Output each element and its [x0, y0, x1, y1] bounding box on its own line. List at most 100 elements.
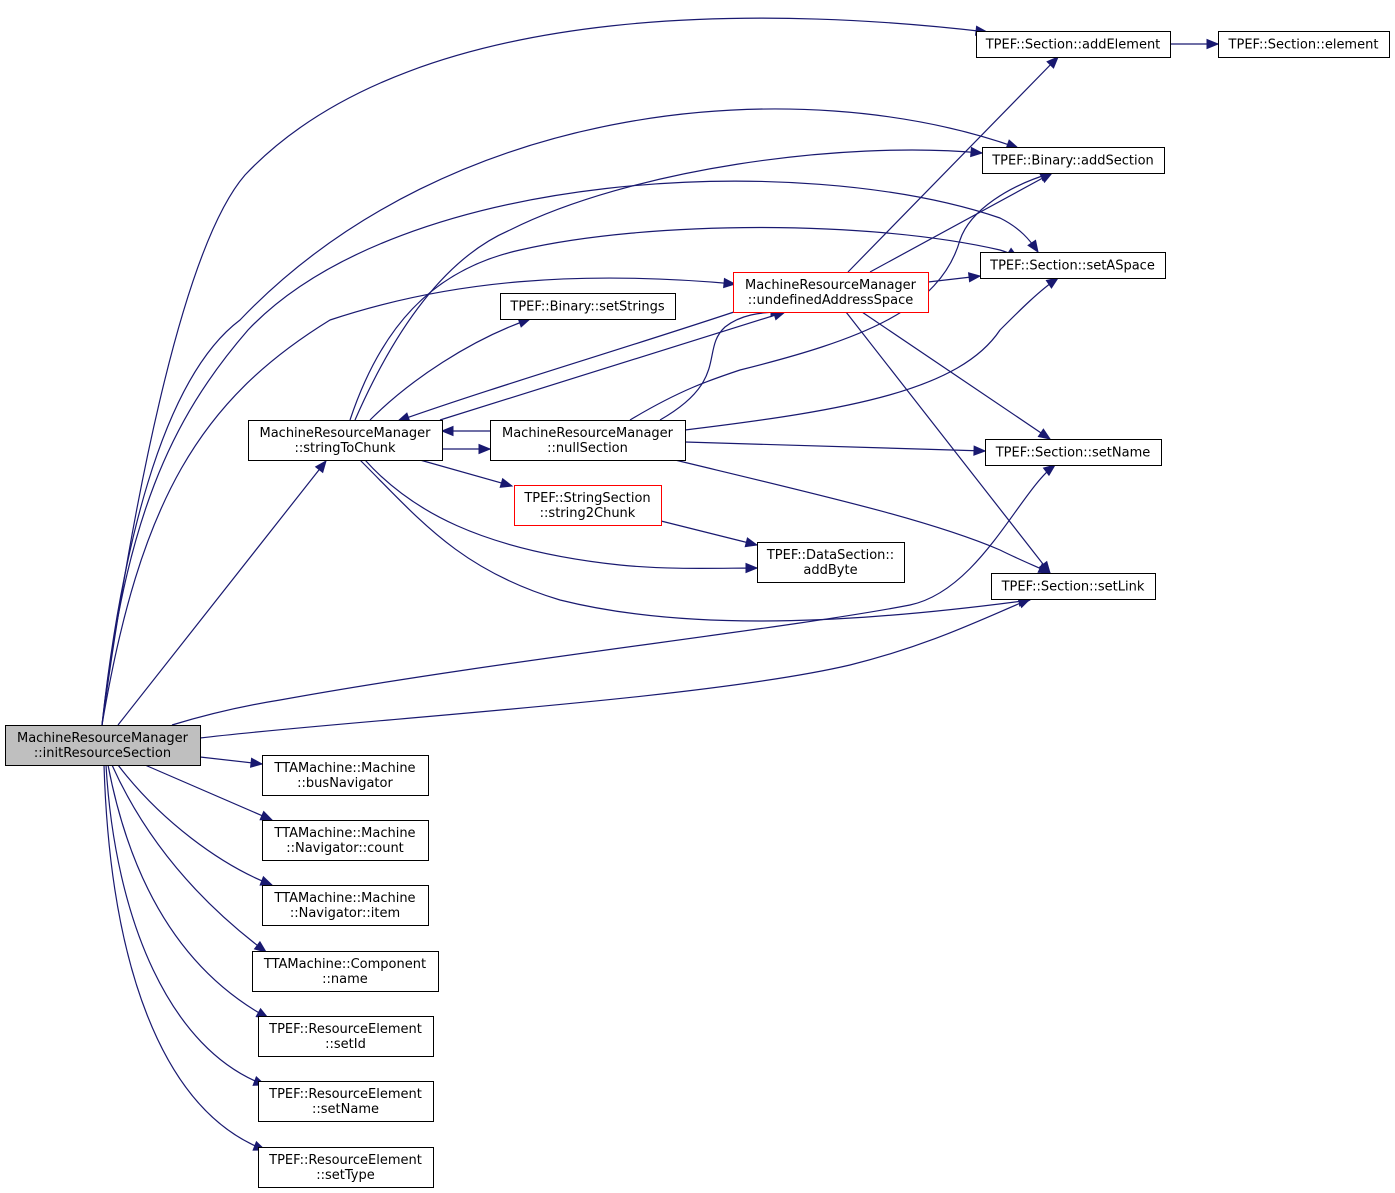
node-string2Chunk[interactable]: TPEF::StringSection::string2Chunk	[514, 485, 662, 526]
node-label: ::string2Chunk	[540, 506, 636, 521]
edge-nullSection-to-setLink-arrowhead	[1037, 563, 1052, 574]
edge-undefinedAddressSpace-to-addElement	[847, 56, 1059, 273]
edge-stringToChunk-to-addByte-arrowhead	[745, 562, 759, 574]
node-label: TPEF::ResourceElement	[268, 1022, 422, 1037]
node-setASpace[interactable]: TPEF::Section::setASpace	[980, 252, 1166, 279]
node-box	[976, 31, 1171, 58]
node-compName[interactable]: TTAMachine::Component::name	[252, 951, 439, 992]
node-nullSection[interactable]: MachineResourceManager::nullSection	[490, 420, 686, 461]
edge-initResourceSection-to-setASpace-arrowhead	[1027, 239, 1039, 254]
node-label: TTAMachine::Component	[263, 957, 426, 972]
edge-stringToChunk-to-undefinedAddressSpace	[439, 311, 786, 421]
node-label: TTAMachine::Machine	[273, 826, 415, 841]
node-label: TPEF::Binary::setStrings	[509, 300, 664, 315]
edge-undefinedAddressSpace-to-setASpace-arrowhead	[967, 272, 982, 283]
edge-undefinedAddressSpace-to-setNameSection	[861, 311, 1051, 440]
edge-undefinedAddressSpace-to-addElement-arrowhead	[1046, 56, 1059, 69]
edge-stringToChunk-to-setLink	[359, 459, 1031, 622]
node-box	[500, 293, 676, 320]
node-undefinedAddressSpace[interactable]: MachineResourceManager::undefinedAddress…	[733, 272, 929, 313]
node-box	[262, 820, 429, 861]
edge-initResourceSection-to-resSetId	[107, 764, 269, 1019]
node-box	[982, 147, 1165, 174]
edge-initResourceSection-to-setLink	[199, 598, 1031, 739]
edge-string2Chunk-to-addByte-arrowhead	[744, 537, 759, 548]
node-box	[757, 542, 905, 583]
node-setStrings[interactable]: TPEF::Binary::setStrings	[500, 293, 676, 320]
edge-nullSection-to-setNameSection	[684, 441, 986, 452]
edge-nullSection-to-setASpace-arrowhead	[1045, 277, 1060, 289]
edge-initResourceSection-to-stringToChunk-arrowhead	[314, 459, 327, 474]
edges-layer	[101, 17, 1220, 1151]
edge-stringToChunk-to-nullSection-arrowhead	[478, 443, 492, 455]
node-label: TPEF::StringSection	[523, 491, 650, 506]
edge-initResourceSection-to-setASpace	[101, 180, 1039, 726]
edge-stringToChunk-to-setStrings	[369, 318, 531, 421]
node-box	[258, 1016, 434, 1057]
node-label: TTAMachine::Machine	[273, 761, 415, 776]
edge-initResourceSection-to-setNameSection	[171, 464, 1056, 726]
node-box	[1218, 31, 1390, 58]
edge-initResourceSection-to-navItem-arrowhead	[259, 875, 274, 886]
edge-nullSection-to-stringToChunk-arrowhead	[440, 425, 454, 437]
node-label: ::initResourceSection	[34, 746, 171, 761]
edge-nullSection-to-setLink	[674, 459, 1051, 574]
node-label: TPEF::Section::setLink	[1001, 580, 1145, 595]
node-resSetId[interactable]: TPEF::ResourceElement::setId	[258, 1016, 434, 1057]
edge-initResourceSection-to-navCount-arrowhead	[259, 810, 274, 821]
node-stringToChunk[interactable]: MachineResourceManager::stringToChunk	[248, 420, 443, 461]
node-setLink[interactable]: TPEF::Section::setLink	[991, 573, 1156, 600]
node-label: TPEF::Section::addElement	[985, 38, 1161, 53]
edge-stringToChunk-to-addByte	[364, 459, 758, 569]
node-label: ::Navigator::count	[286, 841, 404, 856]
edge-undefinedAddressSpace-to-stringToChunk	[397, 309, 741, 422]
node-resSetType[interactable]: TPEF::ResourceElement::setType	[258, 1147, 434, 1188]
node-busNavigator[interactable]: TTAMachine::Machine::busNavigator	[262, 755, 429, 796]
edge-nullSection-to-setNameSection-arrowhead	[973, 445, 987, 456]
edge-initResourceSection-to-compName	[111, 764, 267, 953]
edge-initResourceSection-to-navCount	[144, 764, 273, 821]
node-initResourceSection[interactable]: MachineResourceManager::initResourceSect…	[5, 725, 201, 766]
edge-nullSection-to-addSection	[629, 172, 1053, 421]
node-label: ::setId	[325, 1037, 366, 1052]
edge-initResourceSection-to-stringToChunk	[117, 460, 327, 726]
node-label: TPEF::Section::setASpace	[989, 259, 1155, 274]
node-box	[248, 420, 443, 461]
edge-undefinedAddressSpace-to-addSection	[869, 172, 1053, 273]
edge-stringToChunk-to-addSection-arrowhead	[970, 146, 984, 158]
node-box	[258, 1147, 434, 1188]
edge-initResourceSection-to-navItem	[117, 764, 273, 886]
node-label: TPEF::DataSection::	[766, 548, 894, 563]
node-label: ::Navigator::item	[290, 906, 400, 921]
edge-undefinedAddressSpace-to-setLink	[845, 311, 1051, 574]
node-label: MachineResourceManager	[17, 731, 189, 746]
edge-initResourceSection-to-resSetType	[103, 764, 266, 1151]
node-navCount[interactable]: TTAMachine::Machine::Navigator::count	[262, 820, 429, 861]
node-box	[991, 573, 1156, 600]
edge-stringToChunk-to-string2Chunk-arrowhead	[499, 477, 514, 488]
node-addElement[interactable]: TPEF::Section::addElement	[976, 31, 1171, 58]
edge-initResourceSection-to-resSetName	[105, 764, 266, 1086]
node-label: ::nullSection	[547, 441, 628, 456]
edge-addElement-to-element-arrowhead	[1206, 38, 1220, 50]
node-setNameSection[interactable]: TPEF::Section::setName	[985, 439, 1162, 466]
node-label: ::stringToChunk	[294, 441, 396, 456]
node-label: ::name	[322, 972, 368, 987]
node-addByte[interactable]: TPEF::DataSection::addByte	[757, 542, 905, 583]
edge-initResourceSection-to-compName-arrowhead	[253, 940, 268, 953]
node-addSection[interactable]: TPEF::Binary::addSection	[982, 147, 1165, 174]
node-label: MachineResourceManager	[502, 426, 674, 441]
node-label: ::undefinedAddressSpace	[748, 293, 914, 308]
edge-initResourceSection-to-addElement	[101, 17, 988, 726]
node-label: TPEF::Binary::addSection	[991, 154, 1154, 169]
edge-initResourceSection-to-setNameSection-arrowhead	[1042, 464, 1057, 477]
node-box	[262, 885, 429, 926]
node-resSetName[interactable]: TPEF::ResourceElement::setName	[258, 1081, 434, 1122]
node-element[interactable]: TPEF::Section::element	[1218, 31, 1390, 58]
node-label: MachineResourceManager	[259, 426, 431, 441]
edge-stringToChunk-to-setASpace	[349, 226, 1019, 421]
node-navItem[interactable]: TTAMachine::Machine::Navigator::item	[262, 885, 429, 926]
node-label: TPEF::Section::element	[1228, 38, 1379, 53]
node-label: ::busNavigator	[297, 776, 393, 791]
node-box	[980, 252, 1166, 279]
